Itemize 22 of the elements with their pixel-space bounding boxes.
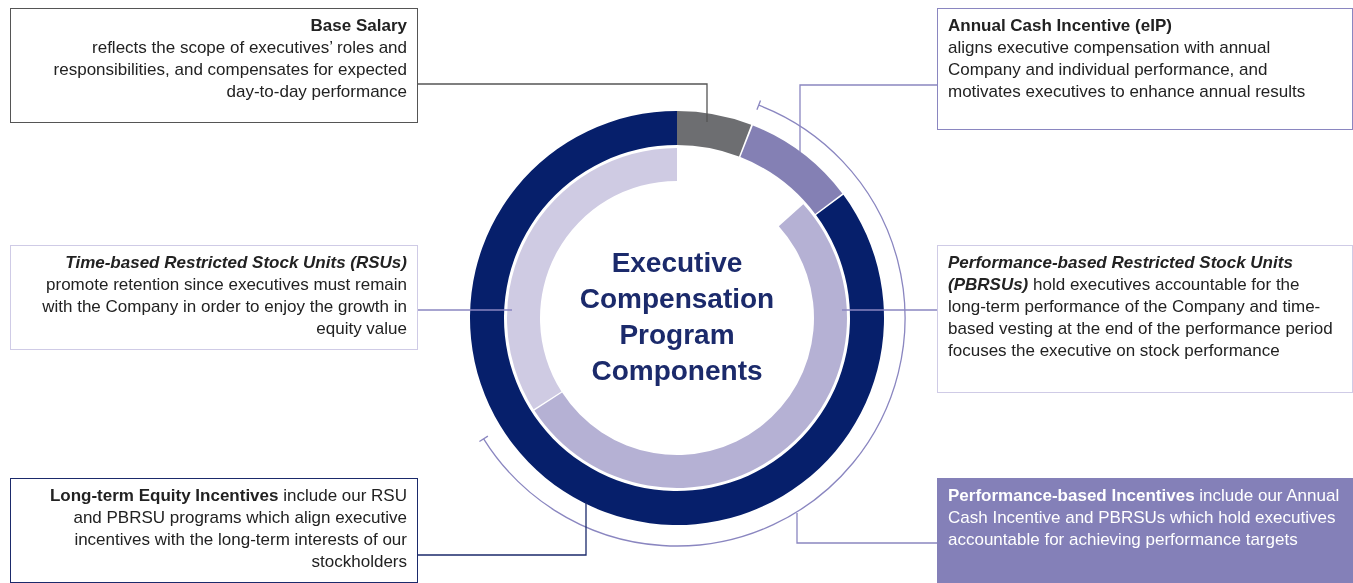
leader-line (417, 309, 513, 311)
callout-text: Performance-based Incentives include our Annual Cash Incentive and PBRSUs which hold executives accountable for achieving performance targets (948, 485, 1341, 551)
callout-text: promote retention since executives must remain with the Company in order to enjoy the growth in equity value (41, 274, 407, 340)
equity-incentives-callout (10, 478, 418, 583)
center-title: Executive Compensation Program Components (578, 246, 776, 388)
callout-heading: Base Salary (309, 15, 407, 37)
cash-incentive-callout (937, 8, 1353, 130)
callout-heading: Time-based Restricted Stock Units (RSUs) (64, 252, 407, 274)
leader-line (841, 309, 938, 311)
leader-line (796, 512, 938, 544)
performance-incentives-callout (937, 478, 1353, 583)
callout-text: Performance-based Restricted Stock Units (PBRSUs) hold executives accountable for the long-term performance of the Company and time-based vesting at the end of the performance period focuses the executive on stock performance (948, 252, 1334, 362)
base-salary-callout (10, 8, 418, 123)
leader-line (799, 84, 938, 153)
callout-text: Long-term Equity Incentives include our RSU and PBRSU programs which align executive incentives with the long-term interests of our stockholders (48, 485, 407, 573)
callout-text: aligns executive compensation with annual Company and individual performance, and motivates executives to enhance annual results (948, 37, 1307, 103)
rsu-callout (10, 245, 418, 350)
callout-text: reflects the scope of executives’ roles and responsibilities, and compensates for expected day-to-day performance (52, 37, 407, 103)
pbrsu-callout (937, 245, 1353, 393)
leader-line (417, 501, 587, 556)
leader-line (417, 83, 708, 123)
callout-heading: Annual Cash Incentive (eIP) (948, 15, 1173, 37)
